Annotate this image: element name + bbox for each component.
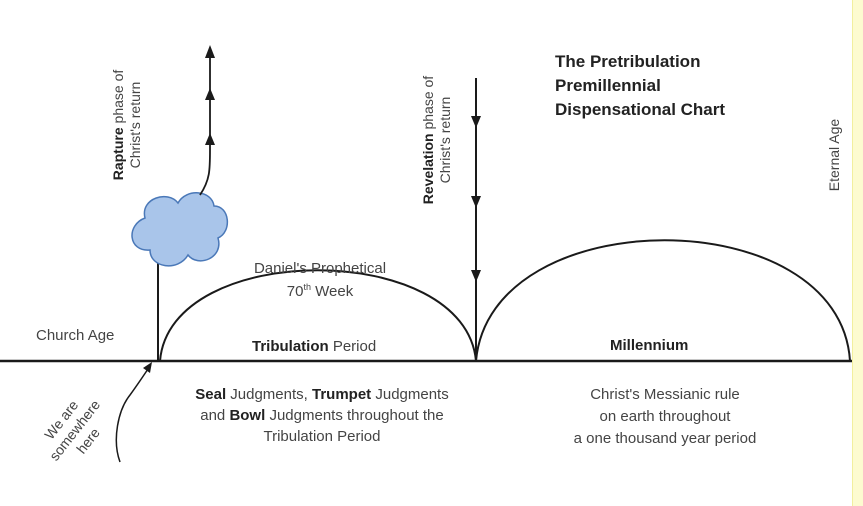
- tribulation-arc: [159, 269, 477, 362]
- tribulation-period-label: Tribulation Period: [252, 338, 376, 356]
- daniel-line-2: 70th Week: [235, 278, 405, 301]
- ascension-arrowhead-3: [205, 45, 215, 58]
- revelation-line-2: Christ's return: [437, 96, 453, 184]
- ascension-arrowhead-2: [205, 88, 215, 100]
- title-line-2: Premillennial: [555, 76, 661, 95]
- we-are-here-arrow: [115, 365, 151, 463]
- millennium-desc-line-2: on earth throughout: [599, 408, 731, 425]
- church-age-label: Church Age: [36, 327, 115, 344]
- judgments-description: Seal Judgments, Trumpet Judgments and Bo…: [172, 384, 472, 447]
- seal-bold: Seal: [195, 386, 227, 403]
- rapture-phase-label: Rapture phase of Christ's return: [110, 50, 144, 200]
- daniel-num: 70: [286, 283, 304, 300]
- daniel-week: Week: [310, 283, 354, 300]
- we-are-here-arrowhead: [143, 362, 152, 373]
- chart-title: The Pretribulation Premillennial Dispens…: [555, 50, 785, 122]
- revelation-bold: Revelation: [420, 133, 436, 205]
- seal-rest: Judgments,: [226, 386, 312, 403]
- rapture-line-2: Christ's return: [127, 81, 143, 169]
- revelation-arrowhead-3: [471, 270, 481, 282]
- revelation-line-1: Revelation phase of: [420, 55, 437, 225]
- rapture-rest: phase of: [110, 69, 126, 128]
- daniel-sup: th: [303, 282, 311, 292]
- and-text: and: [200, 407, 230, 424]
- title-line-1: The Pretribulation: [555, 52, 701, 71]
- daniel-line-1: Daniel's Prophetical: [253, 260, 387, 277]
- bowl-rest: Judgments throughout the: [265, 407, 444, 424]
- millennium-label: Millennium: [610, 337, 689, 354]
- judgments-line-3: Tribulation Period: [263, 428, 381, 445]
- millennium-desc-line-3: a one thousand year period: [573, 430, 757, 447]
- rapture-line-1: Rapture phase of: [110, 50, 127, 200]
- edge-strip: [852, 0, 863, 506]
- trumpet-rest: Judgments: [371, 386, 449, 403]
- tribulation-bold: Tribulation: [252, 338, 329, 355]
- ascension-arrowhead-1: [205, 133, 215, 145]
- title-line-3: Dispensational Chart: [555, 100, 726, 119]
- daniel-70th-week-label: Daniel's Prophetical 70th Week: [235, 260, 405, 301]
- eternal-age-label: Eternal Age: [826, 118, 842, 192]
- millennium-description: Christ's Messianic rule on earth through…: [555, 384, 775, 450]
- revelation-arrowhead-2: [471, 196, 481, 208]
- revelation-arrowhead-1: [471, 116, 481, 128]
- millennium-arc: [475, 239, 851, 362]
- trumpet-bold: Trumpet: [312, 386, 372, 403]
- judgments-line-1: Seal Judgments, Trumpet Judgments: [172, 384, 472, 405]
- revelation-phase-label: Revelation phase of Christ's return: [420, 55, 454, 225]
- cloud-icon: [131, 192, 228, 267]
- millennium-desc-line-1: Christ's Messianic rule: [590, 386, 740, 403]
- ascension-curve: [199, 55, 211, 196]
- bowl-bold: Bowl: [229, 407, 266, 424]
- rapture-bold: Rapture: [110, 127, 126, 181]
- judgments-line-2: and Bowl Judgments throughout the: [172, 405, 472, 426]
- revelation-rest: phase of: [420, 75, 436, 134]
- tribulation-rest: Period: [328, 338, 377, 355]
